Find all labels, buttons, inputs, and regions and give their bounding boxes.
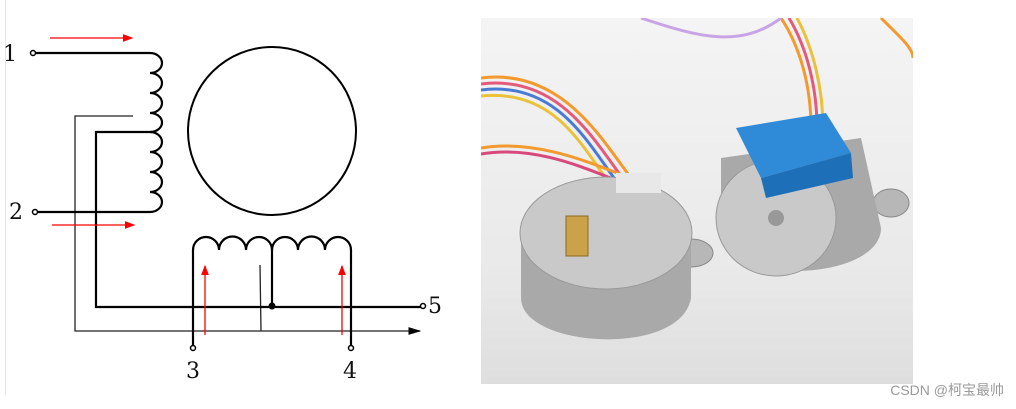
watermark: CSDN @柯宝最帅: [890, 382, 1004, 398]
stepper-motor-photo: [481, 18, 913, 384]
motor-illustration: [481, 18, 913, 340]
rotor: [187, 46, 357, 216]
label-1: 1: [3, 42, 17, 67]
terminal-2: [31, 208, 39, 216]
stepper-motor-schematic: 1 2 3 4 5: [3, 34, 442, 384]
terminal-1: [29, 49, 37, 57]
label-3: 3: [186, 359, 200, 384]
terminal-3: [189, 344, 197, 352]
terminal-4: [347, 344, 355, 352]
reference-wire: [74, 115, 422, 335]
terminal-5: [419, 302, 427, 310]
junction-dot: [268, 302, 276, 310]
reference-tick: [259, 264, 262, 332]
left-border: [5, 0, 6, 395]
label-2: 2: [9, 200, 23, 225]
label-4: 4: [343, 359, 357, 384]
label-5: 5: [428, 294, 442, 319]
tap-wire: [94, 130, 423, 309]
